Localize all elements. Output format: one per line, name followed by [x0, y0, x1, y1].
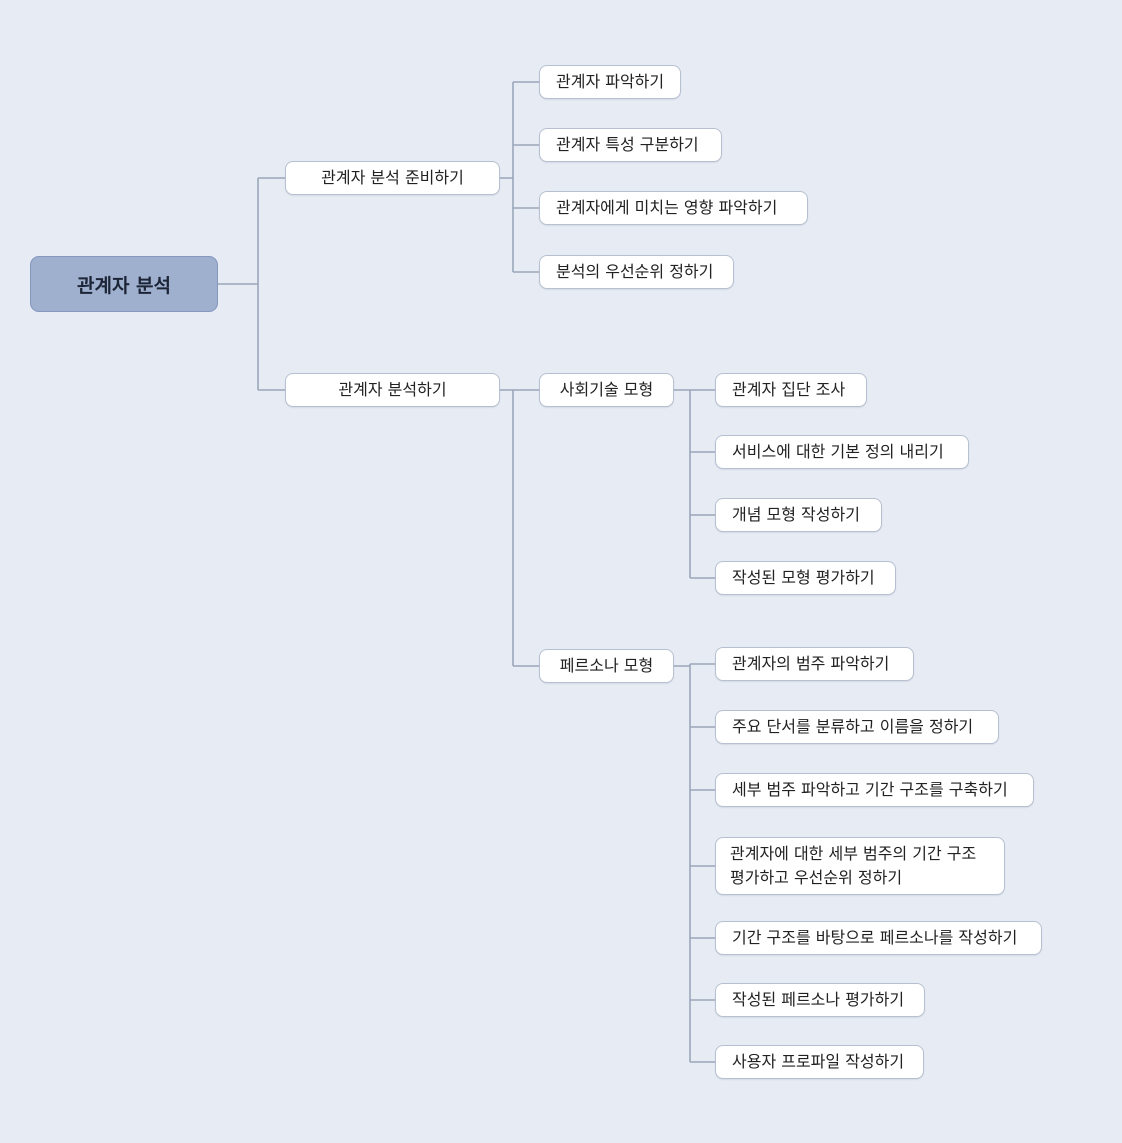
persona-item: 사용자 프로파일 작성하기: [715, 1045, 924, 1079]
node-persona-model: 페르소나 모형: [539, 649, 674, 683]
persona-item: 관계자에 대한 세부 범주의 기간 구조 평가하고 우선순위 정하기: [715, 837, 1005, 895]
socio-item: 작성된 모형 평가하기: [715, 561, 896, 595]
socio-item: 서비스에 대한 기본 정의 내리기: [715, 435, 969, 469]
node-socio-model: 사회기술 모형: [539, 373, 674, 407]
link-socio: [674, 389, 715, 579]
socio-item: 개념 모형 작성하기: [715, 498, 882, 532]
persona-item: 기간 구조를 바탕으로 페르소나를 작성하기: [715, 921, 1042, 955]
persona-item: 작성된 페르소나 평가하기: [715, 983, 925, 1017]
root-node: 관계자 분석: [30, 256, 218, 312]
link-analyze: [500, 389, 539, 667]
persona-item: 주요 단서를 분류하고 이름을 정하기: [715, 710, 999, 744]
link-root: [218, 177, 285, 391]
prepare-item: 분석의 우선순위 정하기: [539, 255, 734, 289]
persona-item: 세부 범주 파악하고 기간 구조를 구축하기: [715, 773, 1034, 807]
link-persona: [674, 663, 715, 1063]
node-analyze: 관계자 분석하기: [285, 373, 500, 407]
prepare-item: 관계자 파악하기: [539, 65, 681, 99]
root-label: 관계자 분석: [76, 274, 171, 297]
link-prepare: [500, 81, 539, 273]
prepare-item: 관계자에게 미치는 영향 파악하기: [539, 191, 808, 225]
persona-item: 관계자의 범주 파악하기: [715, 647, 914, 681]
prepare-item: 관계자 특성 구분하기: [539, 128, 722, 162]
node-prepare: 관계자 분석 준비하기: [285, 161, 500, 195]
socio-item: 관계자 집단 조사: [715, 373, 867, 407]
